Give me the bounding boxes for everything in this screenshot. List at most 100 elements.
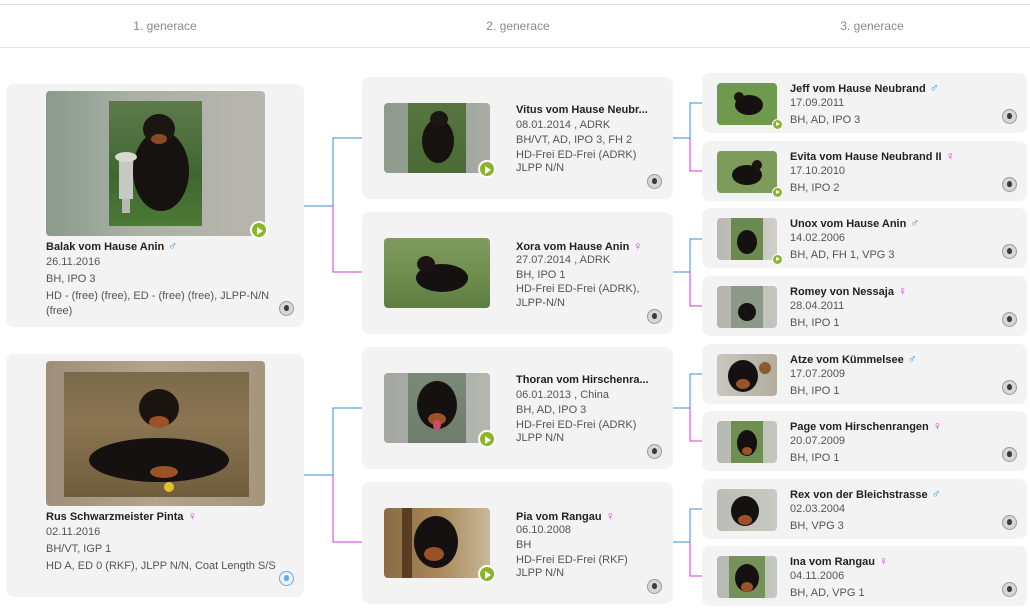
dog-titles: BH, AD, IPO 3 [790, 114, 861, 126]
play-icon[interactable] [772, 254, 783, 265]
play-icon[interactable] [250, 221, 268, 239]
dog-card-gen3-6[interactable]: Page vom Hirschenrangen♀ 20.07.2009 BH, … [702, 411, 1027, 471]
dog-name: Page vom Hirschenrangen [790, 421, 929, 433]
dog-titles: BH, IPO 3 [46, 273, 96, 285]
dog-name: Pia vom Rangau [516, 511, 602, 523]
club-badge-icon[interactable] [647, 579, 662, 594]
dog-photo[interactable] [46, 361, 265, 506]
dog-birthdate: 20.07.2009 [790, 435, 846, 447]
dog-photo[interactable] [717, 489, 777, 531]
dog-photo[interactable] [717, 421, 777, 463]
dog-titles: BH, AD, VPG 1 [790, 587, 865, 599]
male-symbol-icon: ♂ [168, 239, 178, 253]
dog-card-dam[interactable]: Rus Schwarzmeister Pinta♀ 02.11.2016 BH/… [6, 354, 304, 597]
dog-card-gen3-1[interactable]: Jeff vom Hause Neubrand♂ 17.09.2011 BH, … [702, 73, 1027, 133]
dog-birthdate: 26.11.2016 [46, 256, 101, 268]
dog-photo[interactable] [384, 508, 490, 578]
dog-card-gen3-2[interactable]: Evita vom Hause Neubrand II♀ 17.10.2010 … [702, 141, 1027, 201]
club-badge-icon[interactable] [1002, 177, 1017, 192]
dog-photo[interactable] [717, 556, 777, 598]
female-symbol-icon: ♀ [878, 554, 888, 568]
dog-card-gen2-2[interactable]: Xora vom Hause Anin♀ 27.07.2014 , ADRK B… [362, 212, 673, 334]
male-symbol-icon: ♂ [907, 352, 917, 366]
dog-titles: BH, IPO 1 [790, 317, 840, 329]
dog-photo[interactable] [717, 354, 777, 396]
dog-birthdate: 17.09.2011 [790, 97, 845, 109]
club-badge-icon[interactable] [1002, 380, 1017, 395]
dog-health: HD - (free) (free), ED - (free) (free), … [46, 290, 270, 317]
dog-name: Jeff vom Hause Neubrand [790, 83, 926, 95]
dog-titles: BH, IPO 2 [790, 182, 840, 194]
dog-photo[interactable] [717, 286, 777, 328]
dog-titles: BH, AD, IPO 3 [516, 404, 587, 416]
club-badge-icon[interactable] [1002, 109, 1017, 124]
dog-health: HD A, ED 0 (RKF), JLPP N/N, Coat Length … [46, 560, 276, 572]
dog-photo[interactable] [384, 373, 490, 443]
female-symbol-icon: ♀ [897, 284, 907, 298]
dog-titles: BH, IPO 1 [516, 269, 566, 281]
dog-birthdate: 02.11.2016 [46, 526, 101, 538]
dog-titles: BH, AD, FH 1, VPG 3 [790, 249, 895, 261]
dog-name: Unox vom Hause Anin [790, 218, 907, 230]
dog-health: HD-Frei ED-Frei (RKF) [516, 554, 628, 566]
dog-jlpp: JLPP N/N [516, 162, 565, 174]
club-badge-icon[interactable] [1002, 447, 1017, 462]
dog-name: Romey von Nessaja [790, 286, 894, 298]
dog-photo[interactable] [46, 91, 265, 236]
dog-birthdate: 27.07.2014 , ADRK [516, 254, 611, 266]
dog-photo[interactable] [717, 218, 777, 260]
dog-birthdate: 28.04.2011 [790, 300, 845, 312]
dog-card-gen3-4[interactable]: Romey von Nessaja♀ 28.04.2011 BH, IPO 1 [702, 276, 1027, 336]
dog-card-gen3-8[interactable]: Ina vom Rangau♀ 04.11.2006 BH, AD, VPG 1 [702, 546, 1027, 606]
dog-birthdate: 14.02.2006 [790, 232, 846, 244]
club-badge-icon[interactable] [1002, 582, 1017, 597]
male-symbol-icon: ♂ [931, 487, 941, 501]
dog-name: Xora vom Hause Anin [516, 241, 630, 253]
dog-photo[interactable] [717, 83, 777, 125]
male-symbol-icon: ♂ [910, 216, 920, 230]
club-badge-icon[interactable] [647, 174, 662, 189]
dog-titles: BH, IPO 1 [790, 452, 840, 464]
club-badge-icon[interactable] [1002, 244, 1017, 259]
dog-card-sire[interactable]: Balak vom Hause Anin♂ 26.11.2016 BH, IPO… [6, 84, 304, 327]
dog-titles: BH/VT, AD, IPO 3, FH 2 [516, 134, 633, 146]
play-icon[interactable] [478, 160, 496, 178]
play-icon[interactable] [772, 119, 783, 130]
club-badge-icon[interactable] [647, 444, 662, 459]
club-badge-icon[interactable] [1002, 515, 1017, 530]
dog-name: Ina vom Rangau [790, 556, 875, 568]
dog-card-gen2-4[interactable]: Pia vom Rangau♀ 06.10.2008 BH HD-Frei ED… [362, 482, 673, 604]
club-badge-icon[interactable] [279, 571, 294, 586]
play-icon[interactable] [478, 430, 496, 448]
dog-photo[interactable] [384, 238, 490, 308]
dog-card-gen2-3[interactable]: Thoran vom Hirschenra... 06.01.2013 , Ch… [362, 347, 673, 469]
dog-birthdate: 17.10.2010 [790, 165, 846, 177]
play-icon[interactable] [478, 565, 496, 583]
dog-jlpp: JLPP N/N [516, 567, 565, 579]
play-icon[interactable] [772, 187, 783, 198]
male-symbol-icon: ♂ [929, 81, 939, 95]
dog-card-gen3-3[interactable]: Unox vom Hause Anin♂ 14.02.2006 BH, AD, … [702, 208, 1027, 268]
dog-birthdate: 17.07.2009 [790, 368, 846, 380]
dog-birthdate: 04.11.2006 [790, 570, 845, 582]
female-symbol-icon: ♀ [633, 239, 643, 253]
female-symbol-icon: ♀ [932, 419, 942, 433]
generation-3-label: 3. generace [840, 19, 904, 33]
club-badge-icon[interactable] [279, 301, 294, 316]
dog-card-gen3-7[interactable]: Rex von der Bleichstrasse♂ 02.03.2004 BH… [702, 479, 1027, 539]
dog-photo[interactable] [384, 103, 490, 173]
dog-birthdate: 02.03.2004 [790, 503, 846, 515]
dog-birthdate: 06.01.2013 , China [516, 389, 609, 401]
dog-card-gen2-1[interactable]: Vitus vom Hause Neubr... 08.01.2014 , AD… [362, 77, 673, 199]
dog-birthdate: 06.10.2008 [516, 524, 572, 536]
dog-card-gen3-5[interactable]: Atze vom Kümmelsee♂ 17.07.2009 BH, IPO 1 [702, 344, 1027, 404]
club-badge-icon[interactable] [1002, 312, 1017, 327]
dog-titles: BH/VT, IGP 1 [46, 543, 112, 555]
dog-photo[interactable] [717, 151, 777, 193]
dog-name: Atze vom Kümmelsee [790, 354, 904, 366]
dog-jlpp: JLPP N/N [516, 432, 565, 444]
dog-name: Balak vom Hause Anin [46, 241, 165, 253]
club-badge-icon[interactable] [647, 309, 662, 324]
female-symbol-icon: ♀ [605, 509, 615, 523]
